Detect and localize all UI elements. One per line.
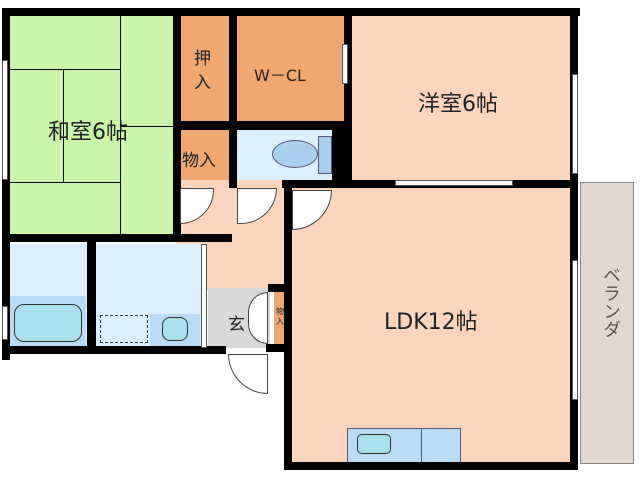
wall-genkan-bottom — [266, 344, 288, 352]
window-wcl-door — [342, 44, 348, 84]
window-bath-left — [2, 306, 8, 340]
washbasin-bowl — [162, 317, 188, 341]
wall-wcl-right — [344, 8, 352, 186]
wall-left — [2, 8, 10, 360]
genkan-label: 玄 — [228, 315, 245, 335]
veranda-label: ベランダ — [600, 266, 621, 338]
door-entrance[interactable] — [228, 354, 268, 394]
ldk-label: LDK12帖 — [384, 310, 478, 335]
kitchen-divider — [421, 428, 422, 464]
shoe-storage — [274, 290, 286, 346]
wall-bath-divider — [87, 242, 96, 352]
window-ldk-right — [572, 260, 578, 400]
kitchen-sink — [357, 434, 391, 454]
wall-oshiire-right — [229, 8, 237, 188]
ldk-room — [290, 186, 576, 464]
tatami-line — [63, 69, 64, 182]
wall-genkan-right — [268, 284, 290, 292]
wall-bath-bottom — [2, 346, 226, 354]
oshiire-room — [180, 14, 230, 122]
wall-mid-h — [173, 121, 351, 130]
wcl-label: W－CL — [254, 66, 306, 85]
toilet-bowl — [272, 140, 318, 168]
oshiire-label-1: 押 — [194, 49, 211, 69]
veranda — [580, 182, 634, 464]
window-ldk-top — [395, 180, 513, 186]
youshitsu-label: 洋室6帖 — [418, 92, 498, 117]
wall-ldk-left — [284, 180, 292, 470]
window-washitsu-left — [2, 60, 8, 180]
oshiire-label-2: 入 — [194, 73, 211, 93]
youshitsu-room — [348, 14, 570, 180]
wall-toilet-right — [332, 130, 352, 186]
wcl-room — [237, 14, 345, 122]
wall-right — [570, 8, 578, 468]
tatami-line — [8, 182, 120, 183]
shoe-storage-label-2: 入 — [276, 317, 284, 326]
shoe-storage-label-1: 物 — [276, 307, 284, 316]
washitsu-label: 和室6帖 — [48, 120, 128, 145]
tatami-line — [120, 14, 121, 234]
wall-bottom-ldk — [286, 462, 578, 470]
wall-bath-top — [2, 234, 232, 242]
tatami-line — [8, 69, 120, 70]
wall-top — [2, 8, 580, 16]
bathtub-basin — [14, 304, 82, 342]
toilet-tank — [318, 136, 332, 174]
washitsu-room — [8, 14, 176, 234]
monoire-room — [180, 130, 230, 180]
tatami-line — [120, 126, 176, 127]
window-youshitsu-right — [572, 74, 578, 174]
shower-tray — [100, 315, 148, 343]
partition-washroom — [201, 244, 207, 348]
monoire-label: 物入 — [182, 151, 216, 171]
